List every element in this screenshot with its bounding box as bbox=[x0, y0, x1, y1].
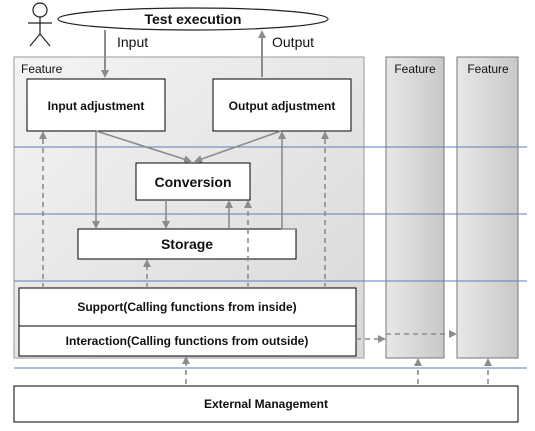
input-label: Input bbox=[117, 34, 148, 50]
storage-label: Storage bbox=[161, 236, 213, 252]
interaction-label: Interaction(Calling functions from outsi… bbox=[66, 334, 309, 348]
feature-side1-container bbox=[385, 56, 445, 359]
feature-main-label: Feature bbox=[21, 62, 63, 76]
output-label: Output bbox=[272, 34, 314, 50]
user-icon bbox=[28, 2, 52, 47]
input-adjustment-label: Input adjustment bbox=[48, 99, 145, 113]
test-execution-ellipse bbox=[57, 7, 329, 31]
feature-side2-container bbox=[456, 56, 519, 359]
conversion-box bbox=[135, 162, 251, 201]
arrow-storage-to-output bbox=[278, 131, 296, 230]
storage-box bbox=[77, 228, 297, 260]
support-label: Support(Calling functions from inside) bbox=[77, 300, 296, 314]
external-management-box bbox=[13, 385, 519, 423]
external-management-label: External Management bbox=[204, 397, 328, 411]
support-box bbox=[18, 287, 357, 327]
output-adjustment-box bbox=[212, 78, 352, 132]
feature-side2-label: Feature bbox=[467, 62, 509, 76]
conversion-label: Conversion bbox=[154, 174, 231, 190]
input-adjustment-box bbox=[26, 78, 166, 132]
test-execution-label: Test execution bbox=[145, 11, 242, 27]
feature-side1-label: Feature bbox=[394, 62, 436, 76]
arrow-input-to-conversion bbox=[95, 130, 192, 163]
arrow-output-to-conversion bbox=[194, 130, 282, 163]
output-adjustment-label: Output adjustment bbox=[229, 99, 336, 113]
interaction-box bbox=[18, 325, 357, 357]
